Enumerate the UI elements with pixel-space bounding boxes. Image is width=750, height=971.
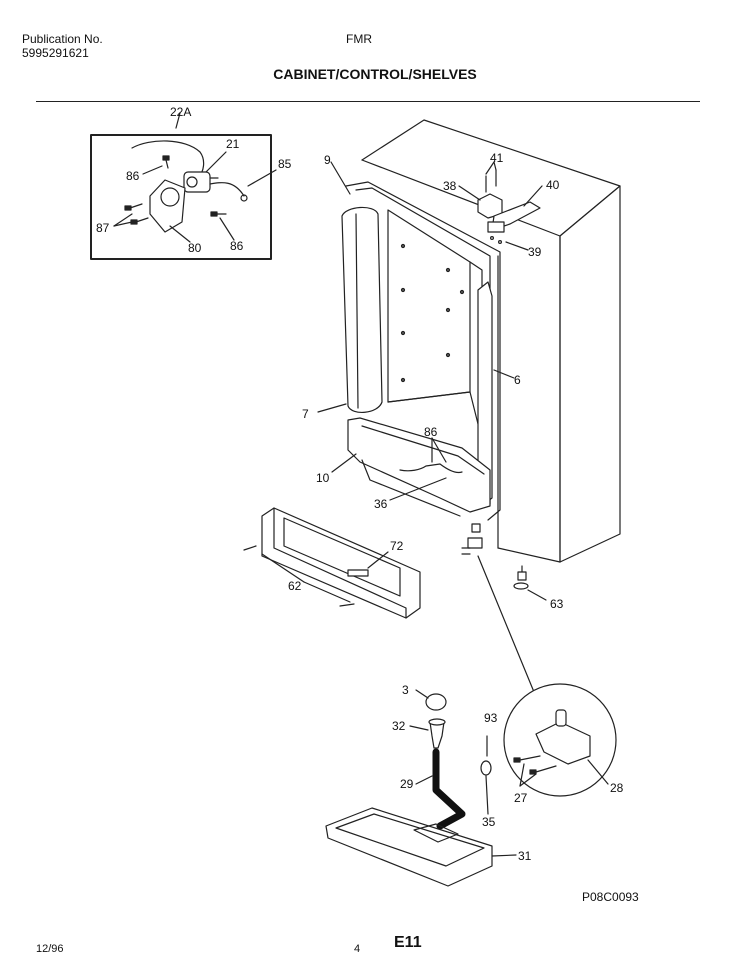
callout-21: 21: [226, 137, 240, 151]
callout-72: 72: [390, 539, 404, 553]
screw-87b: [130, 217, 149, 225]
callout-31: 31: [518, 849, 532, 863]
cabinet: [317, 119, 621, 563]
cabinet-front-edge: [361, 159, 561, 563]
callout-38: 38: [443, 179, 457, 193]
upper-hinge: [477, 169, 541, 245]
hinge-bracket: [471, 523, 481, 533]
footer-page-number: 4: [354, 943, 361, 955]
callout-80: 80: [188, 241, 202, 255]
publication-label: Publication No.: [22, 32, 103, 46]
callout-41: 41: [490, 151, 504, 165]
callout-22a: 22A: [170, 105, 191, 119]
drain-adapter: [429, 721, 445, 749]
callout-86-inset-bottom: 86: [230, 239, 244, 253]
leveling-leg: [513, 565, 547, 601]
callout-85: 85: [278, 157, 292, 171]
kick-plate: [243, 507, 421, 619]
callout-3: 3: [402, 683, 409, 697]
cabinet-side: [559, 185, 621, 563]
drain-plug: [425, 693, 447, 711]
screw-87a: [124, 203, 143, 211]
screw-86a: [162, 155, 170, 169]
callout-6: 6: [514, 373, 521, 387]
hinge-detail: [477, 555, 617, 797]
temperature-control: [183, 171, 219, 193]
model-name: FMR: [346, 32, 372, 46]
callout-40: 40: [546, 178, 560, 192]
callout-7: 7: [302, 407, 309, 421]
callout-39: 39: [528, 245, 542, 259]
hose-clip: [480, 760, 492, 776]
drain-parts: [325, 689, 517, 887]
bottom-trim: [347, 417, 491, 513]
callout-9: 9: [324, 153, 331, 167]
liner-back: [387, 209, 471, 403]
callout-62: 62: [288, 579, 302, 593]
liner-dots: [400, 243, 465, 383]
callout-32: 32: [392, 719, 406, 733]
callout-27: 27: [514, 791, 528, 805]
section-title: CABINET/CONTROL/SHELVES: [273, 66, 477, 82]
header-rule: [36, 101, 700, 102]
callout-87: 87: [96, 221, 110, 235]
drain-hose: [432, 748, 466, 830]
callout-63: 63: [550, 597, 564, 611]
front-trim-left: [341, 206, 383, 413]
capillary-tube: [131, 112, 205, 179]
callout-86-inset-top: 86: [126, 169, 140, 183]
wire-lead: [209, 182, 245, 197]
callout-28: 28: [610, 781, 624, 795]
callout-35: 35: [482, 815, 496, 829]
drain-pan: [325, 807, 493, 887]
publication-number: 5995291621: [22, 46, 89, 60]
callout-36: 36: [374, 497, 388, 511]
footer-date: 12/96: [36, 943, 64, 955]
callout-29: 29: [400, 777, 414, 791]
footer-section-code: E11: [394, 934, 422, 951]
control-inset: [90, 112, 277, 260]
callout-86-cabinet: 86: [424, 425, 438, 439]
screw-86b: [210, 211, 227, 217]
liner-frame: [345, 181, 501, 521]
callout-10: 10: [316, 471, 330, 485]
drawing-id: P08C0093: [582, 890, 639, 904]
callout-93: 93: [484, 711, 498, 725]
